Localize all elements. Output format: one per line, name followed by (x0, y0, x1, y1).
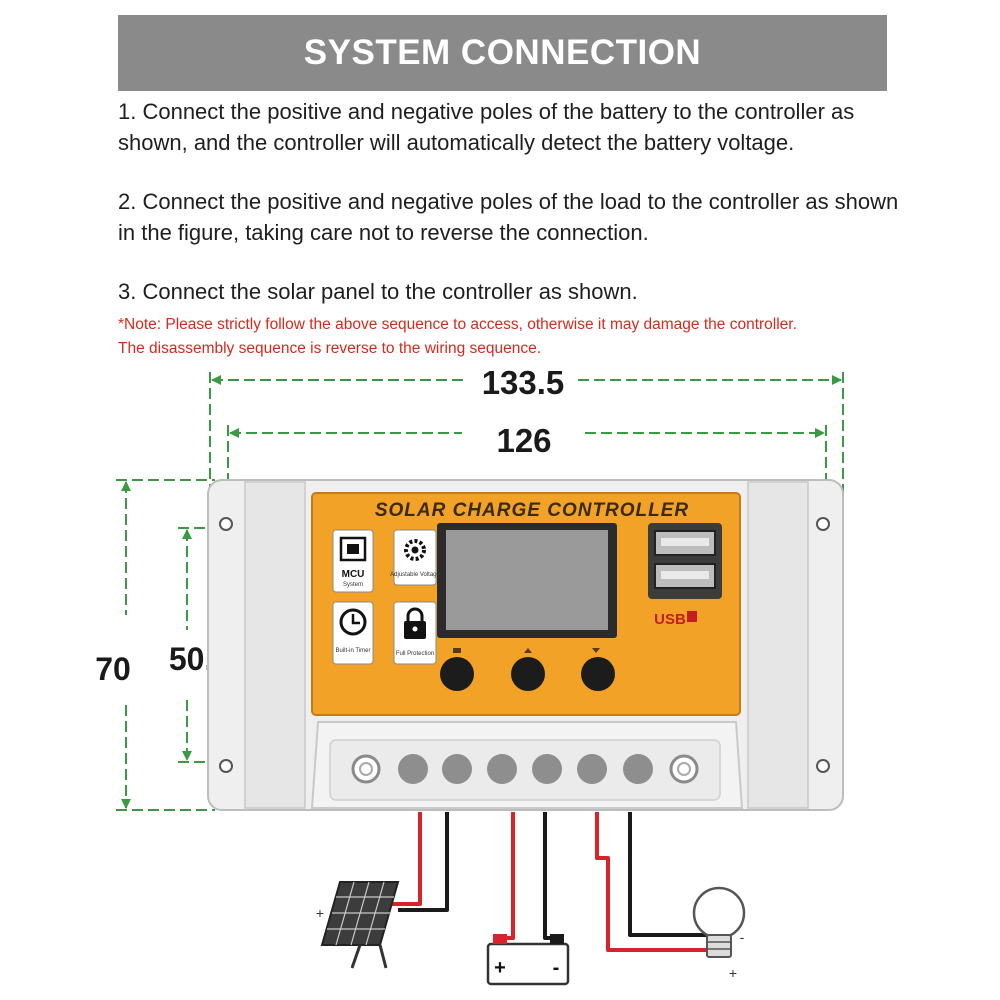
terminal-3 (487, 754, 517, 784)
solar-plus-label: + (316, 905, 324, 921)
terminal-block (310, 721, 744, 809)
dimension-hole-width-label: 126 (496, 422, 551, 459)
terminal-4 (532, 754, 562, 784)
up-button (511, 657, 545, 691)
gear-icon (404, 539, 426, 561)
light-bulb-icon: - + (692, 886, 746, 981)
terminal-6 (623, 754, 653, 784)
controller-buttons (440, 648, 615, 691)
mounting-hole-top-left (219, 517, 233, 531)
feature-built-in-timer: Built-in Timer (332, 601, 374, 665)
note-line-2: The disassembly sequence is reverse to t… (118, 340, 542, 357)
wires (378, 812, 712, 952)
usb-ports: USB (648, 523, 722, 628)
mounting-hole-top-right (816, 517, 830, 531)
dimension-height-holes (178, 527, 222, 763)
feature-mcu: MCU System (332, 529, 374, 593)
svg-text:Adjustable Voltage: Adjustable Voltage (390, 572, 440, 578)
controller-label: SOLAR CHARGE CONTROLLER (375, 500, 689, 521)
svg-text:Full Protection: Full Protection (396, 651, 434, 657)
dimension-total-height-label: 70 (95, 651, 131, 687)
screw-right (669, 754, 699, 784)
title-banner: SYSTEM CONNECTION (118, 15, 887, 91)
svg-text:Built-in Timer: Built-in Timer (335, 648, 370, 654)
page-title: SYSTEM CONNECTION (303, 33, 702, 72)
terminal-2 (442, 754, 472, 784)
controller-front-panel: SOLAR CHARGE CONTROLLER MCU System Adjus… (311, 492, 741, 716)
menu-button (440, 657, 474, 691)
screw-left (351, 754, 381, 784)
solar-minus-label: - (401, 899, 406, 915)
mounting-hole-bottom-right (816, 759, 830, 773)
lcd-screen (446, 530, 608, 630)
terminal-1 (398, 754, 428, 784)
dimension-total-width-label: 133.5 (482, 364, 565, 401)
lock-icon (406, 607, 424, 622)
note-line-1: *Note: Please strictly follow the above … (118, 316, 797, 333)
solar-panel-icon: + - (316, 881, 406, 969)
down-button (581, 657, 615, 691)
dimension-height-total (116, 479, 215, 811)
step-1-text: 1. Connect the positive and negative pol… (118, 99, 855, 155)
usb-label: USB (654, 611, 686, 628)
battery-plus-label: + (494, 957, 506, 979)
battery-icon: + - (486, 934, 570, 986)
battery-minus-label: - (553, 957, 560, 979)
load-minus-label: - (740, 929, 745, 945)
step-3-text: 3. Connect the solar panel to the contro… (118, 279, 638, 304)
mounting-hole-bottom-left (219, 759, 233, 773)
clock-icon (339, 608, 367, 636)
terminal-5 (577, 754, 607, 784)
step-2-text: 2. Connect the positive and negative pol… (118, 189, 899, 245)
usb-icon (687, 611, 697, 622)
feature-adjustable-voltage: Adjustable Voltage (390, 529, 441, 586)
svg-text:System: System (343, 582, 363, 588)
chip-icon (339, 536, 367, 562)
load-plus-label: + (729, 965, 737, 981)
dimension-width-total (209, 372, 844, 505)
svg-text:MCU: MCU (342, 569, 365, 580)
feature-full-protection: Full Protection (393, 601, 437, 665)
